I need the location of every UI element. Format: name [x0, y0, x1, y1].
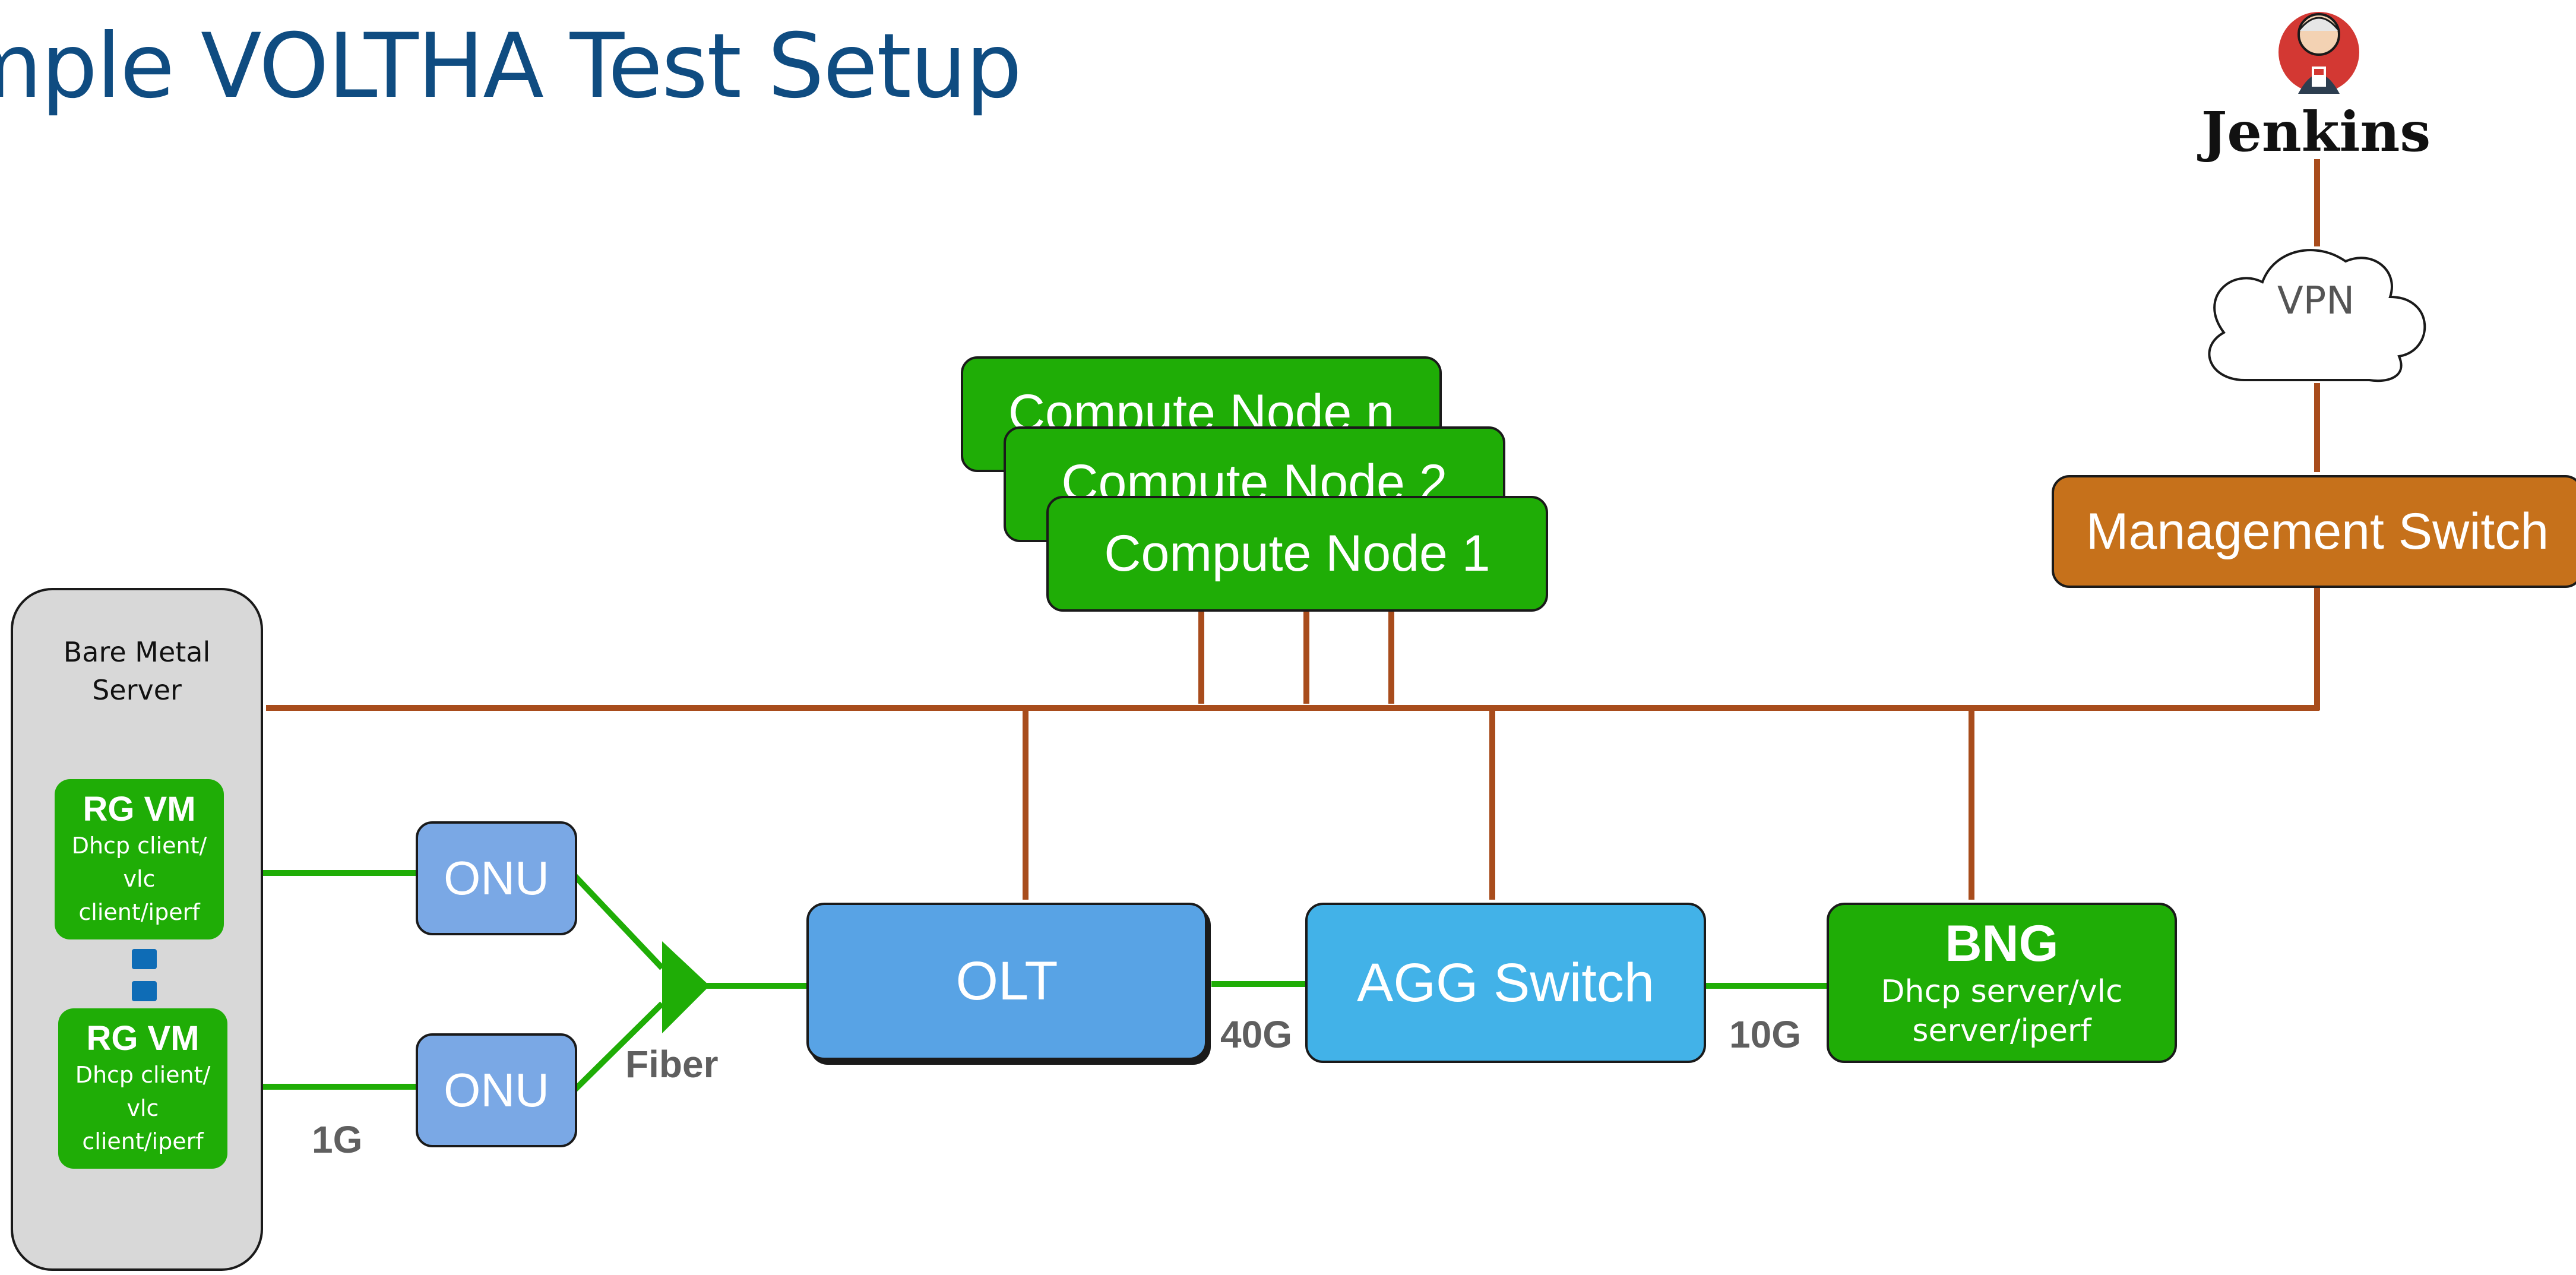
agg-switch: AGG Switch	[1305, 903, 1706, 1063]
onu-1: ONU	[416, 821, 577, 935]
olt: OLT	[806, 903, 1207, 1060]
rg-vm-1-title: RG VM	[83, 790, 196, 828]
rg-vm-1: RG VM Dhcp client/ vlc client/iperf	[55, 779, 224, 939]
bng-title: BNG	[1945, 915, 2059, 972]
ellipsis-dot-2	[132, 981, 157, 1001]
rg-vm-2-line2: vlc	[126, 1095, 159, 1121]
rg-vm-2-line3: client/iperf	[82, 1128, 204, 1154]
onu-2-label: ONU	[444, 1064, 549, 1116]
management-switch: Management Switch	[2052, 475, 2576, 588]
jenkins-label: Jenkins	[2201, 100, 2431, 164]
vpn-label: VPN	[2277, 279, 2355, 323]
fiber-splitter-icon	[662, 941, 710, 1033]
olt-label: OLT	[955, 951, 1058, 1011]
compute-node-1-label: Compute Node 1	[1104, 525, 1490, 582]
jenkins-logo-icon	[2278, 12, 2359, 94]
onu-2: ONU	[416, 1033, 577, 1147]
management-switch-label: Management Switch	[2086, 502, 2549, 560]
link-40g-label: 40G	[1220, 1013, 1292, 1056]
fiber-label: Fiber	[625, 1043, 719, 1086]
bng-line2: server/iperf	[1912, 1013, 2091, 1049]
page-title: mple VOLTHA Test Setup	[0, 15, 1022, 118]
compute-node-1: Compute Node 1	[1046, 496, 1548, 612]
rg-vm-1-line1: Dhcp client/	[71, 833, 207, 859]
bng: BNG Dhcp server/vlc server/iperf	[1827, 903, 2177, 1063]
rg-vm-1-line2: vlc	[123, 866, 156, 892]
agg-switch-label: AGG Switch	[1356, 952, 1654, 1013]
rg-vm-2: RG VM Dhcp client/ vlc client/iperf	[58, 1008, 227, 1169]
server-label-line1: Bare Metal	[63, 636, 211, 668]
rg-vm-1-line3: client/iperf	[78, 899, 200, 925]
server-label-line2: Server	[92, 674, 182, 706]
link-1g-label: 1G	[312, 1118, 363, 1161]
onu1-fiber-link	[572, 874, 664, 970]
onu2-fiber-link	[572, 1001, 664, 1092]
vpn-cloud-icon	[2208, 249, 2426, 382]
onu-1-label: ONU	[444, 852, 549, 904]
rg-vm-2-title: RG VM	[86, 1019, 200, 1058]
link-10g-label: 10G	[1729, 1013, 1801, 1056]
ellipsis-dot-1	[132, 949, 157, 969]
rg-vm-2-line1: Dhcp client/	[75, 1062, 211, 1088]
bng-line1: Dhcp server/vlc	[1881, 974, 2123, 1010]
